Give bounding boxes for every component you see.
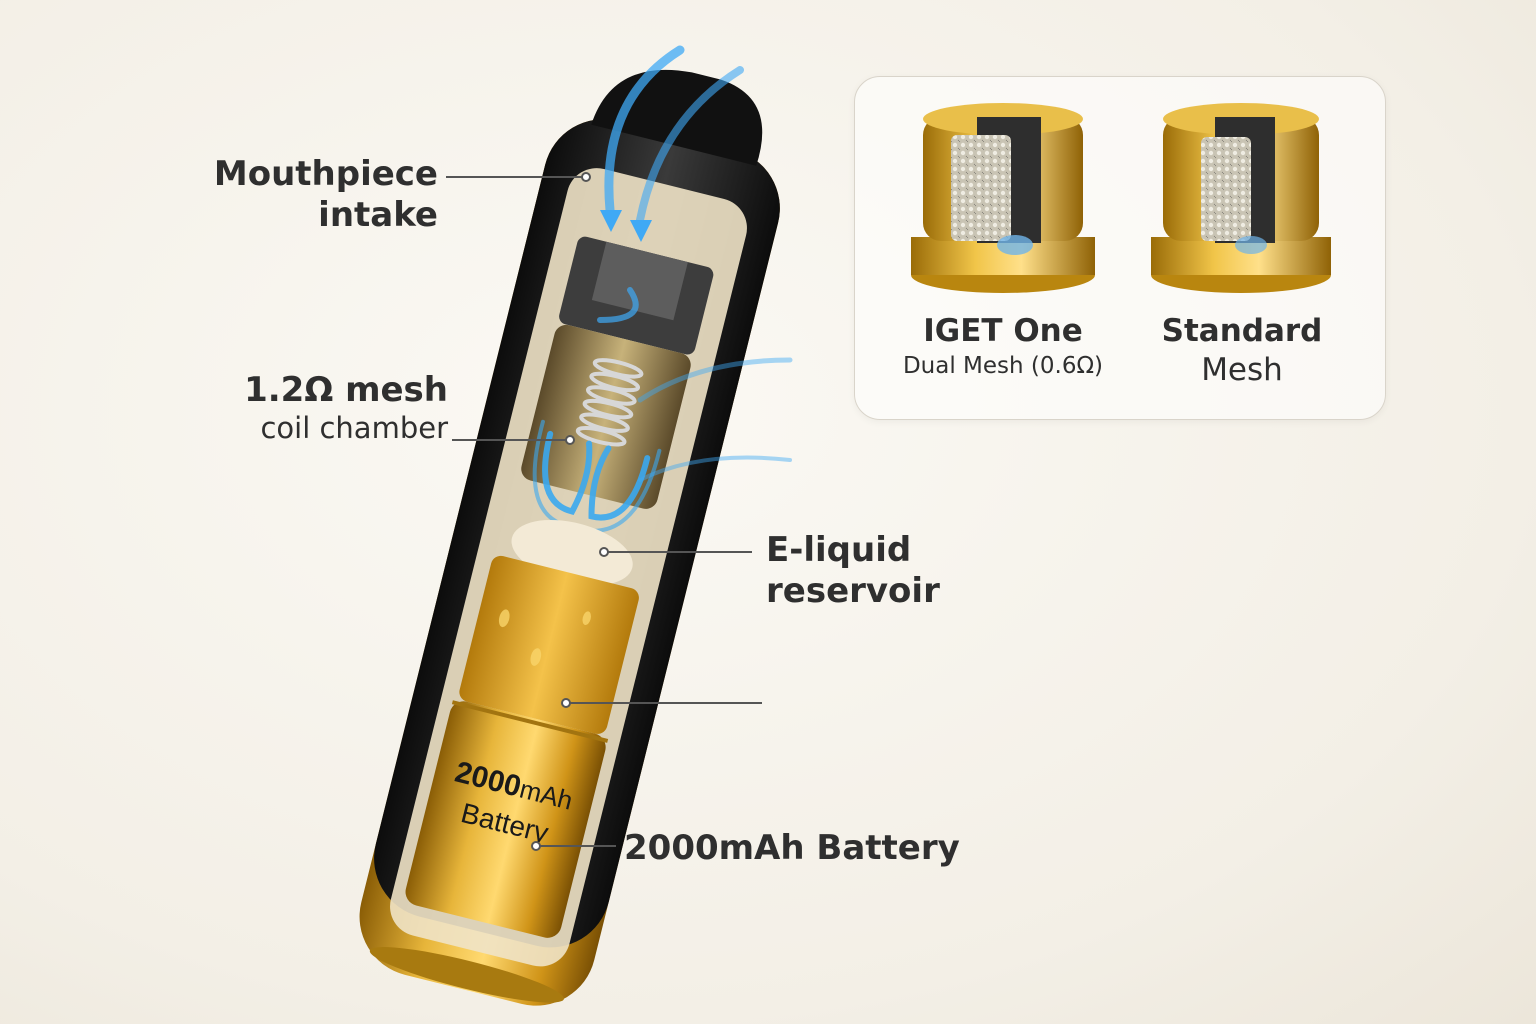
caption-standard-sub: Mesh: [1201, 352, 1283, 389]
leader-lines: [446, 172, 762, 851]
liquid-drops: [498, 609, 591, 666]
label-eliquid-title: E-liquid: [766, 530, 912, 570]
caption-standard-title: Standard: [1161, 313, 1323, 349]
coil-spring: [575, 358, 644, 447]
label-eliquid-sub: reservoir: [766, 570, 940, 611]
caption-standard: Standard Mesh: [1123, 313, 1361, 390]
eliquid-tank: [459, 555, 639, 734]
bottom-cap: [369, 947, 564, 1003]
label-eliquid-reservoir: E-liquid reservoir: [766, 530, 940, 612]
caption-iget-one-sub: Dual Mesh (0.6Ω): [902, 353, 1104, 380]
label-mouthpiece-sub: intake: [318, 194, 438, 235]
airway-block: [591, 241, 688, 321]
standard-coil: [1151, 103, 1331, 293]
battery-cell: [405, 701, 606, 938]
caption-iget-one: IGET One Dual Mesh (0.6Ω): [875, 313, 1131, 382]
caption-iget-one-title: IGET One: [923, 313, 1083, 349]
coil-comparison-panel: IGET One Dual Mesh (0.6Ω) Standard Mesh: [854, 76, 1386, 420]
label-battery: 2000mAh Battery: [624, 828, 960, 868]
label-mouthpiece-title: Mouthpiece: [213, 154, 438, 194]
iget-one-coil: [911, 103, 1095, 293]
label-mesh-coil-chamber: 1.2Ω mesh coil chamber: [244, 370, 448, 446]
label-mouthpiece-intake: Mouthpiece intake: [214, 154, 438, 236]
coil-comparison-art: [911, 103, 1331, 293]
label-mesh-title: 1.2Ω mesh: [244, 370, 448, 410]
label-mesh-sub: coil chamber: [260, 410, 448, 445]
airflow-arrowhead-icon: [630, 220, 652, 242]
airflow-arrowhead-icon: [600, 210, 622, 232]
vape-device: 2000mAh Battery: [359, 69, 780, 1006]
airflow-arrows: [597, 45, 793, 482]
